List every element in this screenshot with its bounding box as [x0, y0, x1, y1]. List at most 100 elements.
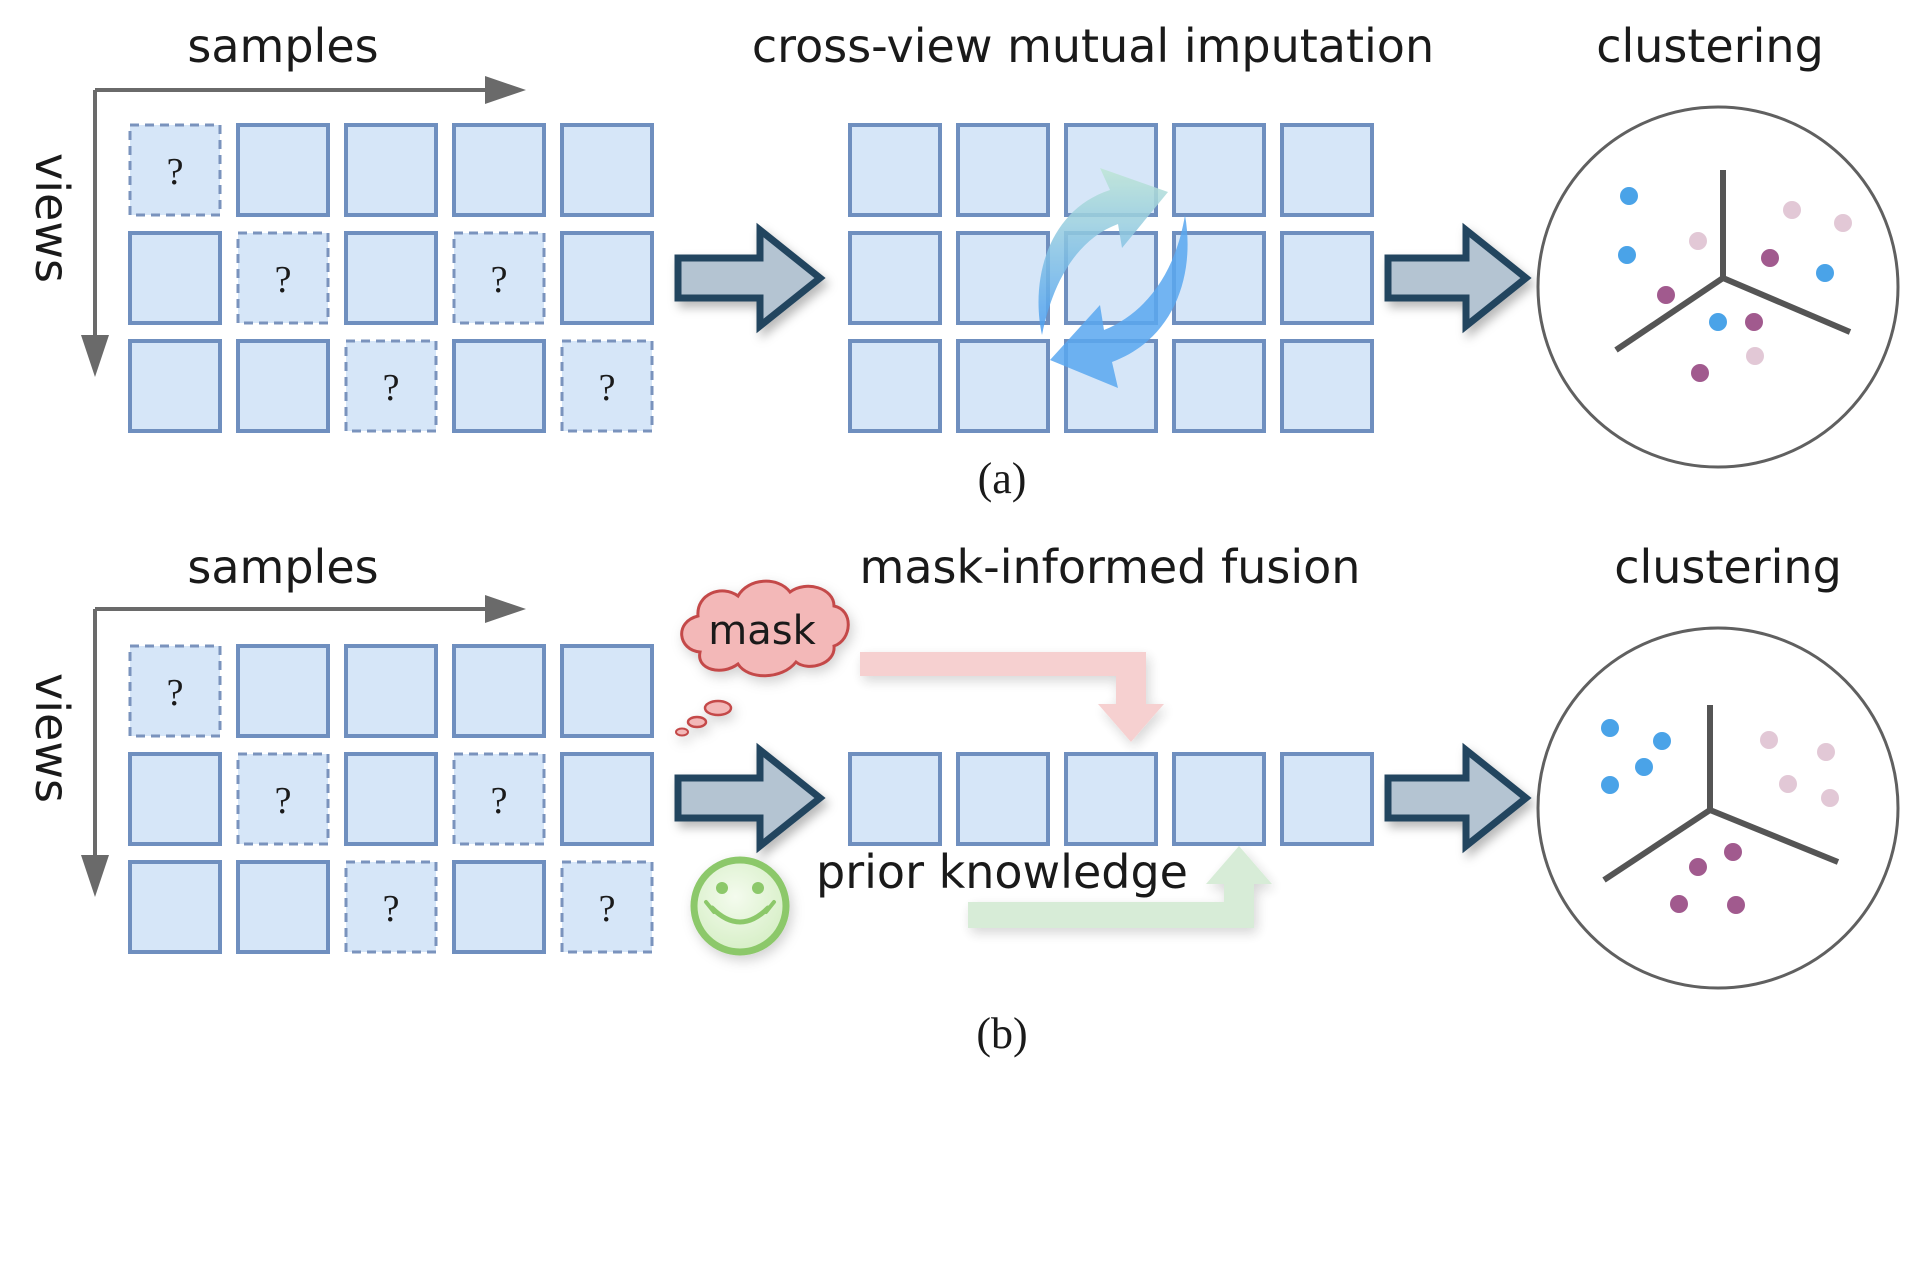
caption-a: (a)	[978, 454, 1027, 503]
observed-cell	[128, 231, 222, 325]
block-arrow-icon	[1384, 742, 1532, 854]
imputed-cell	[1280, 339, 1374, 433]
imputed-cell	[848, 231, 942, 325]
cluster-point-purple	[1745, 313, 1763, 331]
views-axis-arrow-icon	[81, 90, 109, 377]
cluster-point-purple	[1727, 896, 1745, 914]
fused-cell	[1280, 752, 1374, 846]
cluster-point-purple	[1724, 843, 1742, 861]
caption-b: (b)	[976, 1009, 1027, 1058]
cluster-point-pink	[1817, 743, 1835, 761]
cluster-point-pink	[1746, 347, 1764, 365]
middle-title: cross-view mutual imputation	[752, 19, 1434, 73]
observed-cell	[344, 231, 438, 325]
cluster-plot	[1536, 626, 1900, 990]
block-arrow-icon	[1384, 222, 1532, 334]
sample-view-grid: ?????	[128, 123, 654, 433]
clustering-title: clustering	[1596, 19, 1824, 73]
cluster-point-blue	[1618, 246, 1636, 264]
cluster-point-blue	[1653, 732, 1671, 750]
fused-cell	[848, 752, 942, 846]
observed-cell	[560, 231, 654, 325]
imputed-cell	[1172, 339, 1266, 433]
observed-cell	[452, 860, 546, 954]
block-arrow-icon	[674, 742, 826, 854]
observed-cell	[236, 339, 330, 433]
observed-cell	[452, 339, 546, 433]
missing-mark: ?	[275, 259, 292, 301]
observed-cell	[128, 339, 222, 433]
missing-cell	[236, 752, 330, 846]
imputed-cell	[956, 339, 1050, 433]
cluster-point-blue	[1709, 313, 1727, 331]
samples-label: samples	[187, 19, 378, 73]
missing-cell	[344, 860, 438, 954]
panel-b: samples views ????? mask-informed fusion	[25, 540, 1900, 1058]
observed-cell	[236, 123, 330, 217]
cluster-point-purple	[1691, 364, 1709, 382]
mask-label: mask	[708, 608, 816, 654]
middle-title: mask-informed fusion	[860, 540, 1361, 594]
observed-cell	[236, 860, 330, 954]
samples-label: samples	[187, 540, 378, 594]
observed-cell	[344, 752, 438, 846]
missing-mark: ?	[491, 780, 508, 822]
recycle-icon	[1038, 168, 1188, 388]
fused-representation	[848, 752, 1374, 846]
imputed-cell	[848, 339, 942, 433]
smiley-icon	[690, 856, 790, 956]
samples-axis-arrow-icon	[95, 595, 526, 623]
cluster-point-blue	[1816, 264, 1834, 282]
missing-cell	[560, 860, 654, 954]
clustering-title: clustering	[1614, 540, 1842, 594]
cluster-point-pink	[1834, 214, 1852, 232]
prior-bent-arrow-icon	[968, 846, 1272, 928]
missing-mark: ?	[275, 780, 292, 822]
observed-cell	[128, 752, 222, 846]
imputed-grid	[848, 123, 1374, 433]
prior-knowledge-label: prior knowledge	[816, 845, 1188, 899]
views-label: views	[25, 673, 79, 803]
observed-cell	[128, 860, 222, 954]
sample-view-grid: ?????	[128, 644, 654, 954]
cluster-point-pink	[1783, 201, 1801, 219]
observed-cell	[452, 644, 546, 738]
observed-cell	[236, 644, 330, 738]
fused-cell	[956, 752, 1050, 846]
missing-mark: ?	[599, 367, 616, 409]
observed-cell	[560, 644, 654, 738]
cluster-point-blue	[1620, 187, 1638, 205]
cluster-point-blue	[1601, 776, 1619, 794]
missing-cell	[452, 752, 546, 846]
missing-cell	[236, 231, 330, 325]
cluster-point-pink	[1821, 789, 1839, 807]
views-axis-arrow-icon	[81, 609, 109, 897]
cluster-point-purple	[1689, 858, 1707, 876]
missing-mark: ?	[167, 151, 184, 193]
cluster-point-purple	[1670, 895, 1688, 913]
cluster-point-pink	[1779, 775, 1797, 793]
observed-cell	[344, 644, 438, 738]
cluster-plot	[1536, 105, 1900, 469]
missing-cell	[452, 231, 546, 325]
imputed-cell	[956, 231, 1050, 325]
cluster-point-pink	[1760, 731, 1778, 749]
missing-cell	[560, 339, 654, 433]
cluster-point-blue	[1635, 758, 1653, 776]
missing-cell	[128, 123, 222, 217]
mask-cloud-icon	[675, 579, 850, 737]
imputed-cell	[1280, 231, 1374, 325]
observed-cell	[452, 123, 546, 217]
samples-axis-arrow-icon	[95, 76, 526, 104]
imputed-cell	[1280, 123, 1374, 217]
panel-a: samples views ????? cross-view mutual im…	[25, 19, 1900, 503]
missing-cell	[128, 644, 222, 738]
cluster-point-pink	[1689, 232, 1707, 250]
cluster-point-purple	[1761, 249, 1779, 267]
missing-mark: ?	[383, 888, 400, 930]
observed-cell	[344, 123, 438, 217]
missing-mark: ?	[599, 888, 616, 930]
imputed-cell	[1172, 123, 1266, 217]
missing-mark: ?	[383, 367, 400, 409]
